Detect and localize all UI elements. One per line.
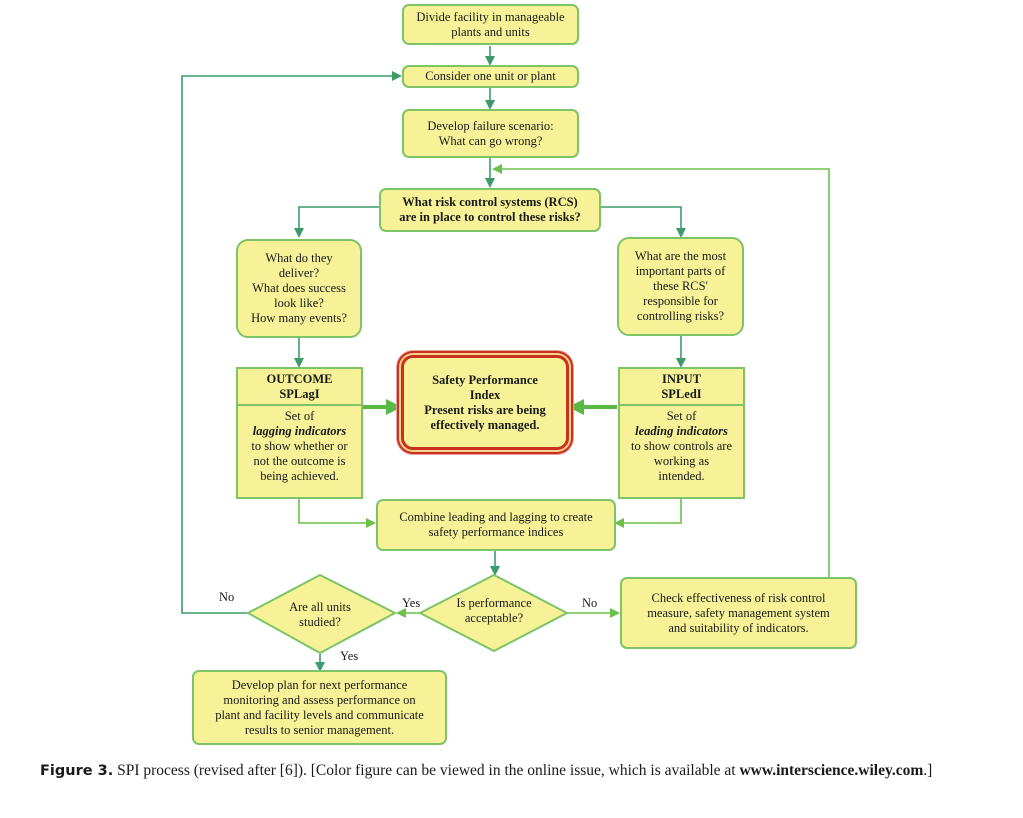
node-safety-performance-index: Safety Performance Index Present risks a… xyxy=(401,355,569,450)
node-text: What does success xyxy=(252,281,346,295)
node-text: SPLedI xyxy=(661,387,702,401)
edge-all-units-no-loop xyxy=(181,71,402,614)
input-header: INPUT SPLedI xyxy=(620,369,743,406)
node-input-spledi: INPUT SPLedI Set of leading indicators t… xyxy=(618,367,745,499)
node-text: OUTCOME xyxy=(266,372,333,386)
input-body: Set of leading indicators to show contro… xyxy=(631,406,732,484)
node-text: effectively managed. xyxy=(430,417,540,432)
node-text-emphasis: leading indicators xyxy=(635,424,728,438)
node-text: acceptable? xyxy=(464,611,524,625)
node-text: Safety Performance xyxy=(432,372,538,387)
node-text: to show controls are xyxy=(630,439,733,453)
decision-acceptable-text: Is performance acceptable? xyxy=(436,596,552,626)
node-text: deliver? xyxy=(278,266,320,280)
edge-outcome-combine xyxy=(298,498,376,528)
node-text: safety performance indices xyxy=(428,525,564,539)
node-important-parts: What are the most important parts of the… xyxy=(617,237,744,336)
label-acceptable-yes: Yes xyxy=(402,596,421,610)
node-text: intended. xyxy=(658,469,705,483)
node-text: Set of xyxy=(284,409,315,423)
edge-rcs-important xyxy=(601,206,686,238)
node-what-deliver: What do they deliver? What does success … xyxy=(236,239,362,338)
node-text: important parts of xyxy=(635,264,726,278)
decision-all-units-text: Are all units studied? xyxy=(268,600,372,630)
node-text: monitoring and assess performance on xyxy=(223,692,416,707)
node-text: responsible for xyxy=(643,294,718,308)
node-text: What are the most xyxy=(634,249,727,263)
node-text: being achieved. xyxy=(260,469,339,483)
edge-rcs-deliver xyxy=(294,206,379,238)
edge-check-loop xyxy=(492,164,830,577)
node-text: Is performance xyxy=(456,596,532,610)
node-text: controlling risks? xyxy=(636,309,725,323)
node-text: and suitability of indicators. xyxy=(668,620,809,635)
spi-process-flowchart: Divide facility in manageable plants and… xyxy=(181,4,857,745)
decision-acceptable-shape xyxy=(417,573,570,653)
node-divide-facility: Divide facility in manageable plants and… xyxy=(402,4,579,45)
label-acceptable-no: No xyxy=(582,596,598,610)
node-text: Present risks are being xyxy=(424,402,546,417)
node-text: not the outcome is xyxy=(253,454,346,468)
node-failure-scenario: Develop failure scenario: What can go wr… xyxy=(402,109,579,158)
node-text: plant and facility levels and communicat… xyxy=(215,707,424,722)
node-text: Develop failure scenario: xyxy=(427,118,554,133)
node-text: INPUT xyxy=(662,372,701,386)
label-all-units-yes: Yes xyxy=(340,649,359,663)
caption-url-link[interactable]: www.interscience.wiley.com xyxy=(739,762,924,779)
node-text: results to senior management. xyxy=(244,722,395,737)
node-risk-control-systems: What risk control systems (RCS) are in p… xyxy=(379,188,601,232)
node-text: studied? xyxy=(299,615,341,629)
decision-all-units-shape xyxy=(245,573,398,655)
figure-label: Figure 3. xyxy=(40,763,114,779)
node-text: Combine leading and lagging to create xyxy=(399,510,593,524)
node-consider-unit: Consider one unit or plant xyxy=(402,65,579,88)
node-text: What do they xyxy=(265,251,333,265)
edge-input-combine xyxy=(614,498,682,528)
node-text: plants and units xyxy=(451,24,530,39)
node-text: look like? xyxy=(274,296,324,310)
node-text: Divide facility in manageable xyxy=(416,9,565,24)
node-text: these RCS' xyxy=(653,279,708,293)
outcome-body: Set of lagging indicators to show whethe… xyxy=(251,406,347,484)
node-text: Develop plan for next performance xyxy=(231,677,408,692)
node-text: Are all units xyxy=(289,600,351,614)
node-text: What can go wrong? xyxy=(438,133,543,148)
caption-text: SPI process (revised after [6]). [Color … xyxy=(113,762,740,779)
node-text: are in place to control these risks? xyxy=(399,210,581,224)
node-text: Set of xyxy=(666,409,697,423)
connectors-layer xyxy=(181,46,830,672)
node-outcome-splagi: OUTCOME SPLagI Set of lagging indicators… xyxy=(236,367,363,499)
figure-caption: Figure 3. SPI process (revised after [6]… xyxy=(40,762,1005,780)
node-text: Consider one unit or plant xyxy=(425,69,556,83)
node-combine-indicators: Combine leading and lagging to create sa… xyxy=(376,499,616,551)
outcome-header: OUTCOME SPLagI xyxy=(238,369,361,406)
node-text: Index xyxy=(469,387,501,402)
node-text: How many events? xyxy=(251,311,347,325)
caption-tail: .] xyxy=(923,762,933,779)
node-text: Check effectiveness of risk control xyxy=(651,590,826,605)
node-text-emphasis: lagging indicators xyxy=(252,424,347,438)
node-text: measure, safety management system xyxy=(647,605,830,620)
node-check-effectiveness: Check effectiveness of risk control meas… xyxy=(620,577,857,649)
node-text: to show whether or xyxy=(251,439,348,453)
node-text: working as xyxy=(653,454,710,468)
node-text: What risk control systems (RCS) xyxy=(402,195,578,209)
label-all-units-no: No xyxy=(219,590,235,604)
node-text: SPLagI xyxy=(279,387,320,401)
node-develop-plan: Develop plan for next performance monito… xyxy=(192,670,447,745)
